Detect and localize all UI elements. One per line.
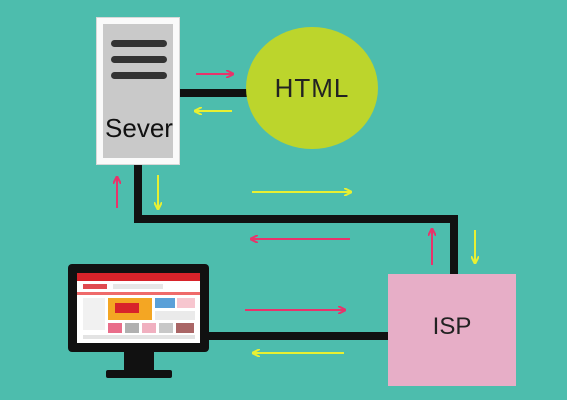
page-promo: [155, 298, 175, 308]
html-label: HTML: [274, 73, 350, 103]
page-header-bar: [77, 273, 200, 281]
wire-server-html: [180, 89, 250, 97]
page-product: [176, 323, 194, 333]
wire-down-to-isp: [450, 215, 458, 277]
monitor-base: [106, 370, 172, 378]
page-logo: [83, 284, 107, 289]
server-slot: [111, 40, 167, 47]
server-slot: [111, 56, 167, 63]
page-promo: [155, 311, 195, 320]
server-slot: [111, 72, 167, 79]
page-footer: [83, 335, 195, 339]
isp-label: ISP: [432, 313, 472, 340]
monitor-stand: [124, 352, 154, 372]
page-product: [108, 323, 122, 333]
isp-node: [388, 274, 516, 386]
webpage-thumbnail: [77, 273, 200, 339]
server-icon: Sever: [96, 17, 180, 165]
wire-monitor-isp: [209, 332, 391, 340]
wire-server-down: [134, 165, 142, 223]
page-promo: [177, 298, 195, 308]
page-search-bar: [113, 284, 163, 289]
page-product: [125, 323, 139, 333]
page-nav-bar: [77, 292, 200, 295]
page-product: [159, 323, 173, 333]
page-product: [142, 323, 156, 333]
html-node: [246, 27, 378, 149]
page-banner-text: [115, 303, 139, 313]
computer-monitor-icon: [68, 264, 209, 352]
wire-horizontal-middle: [134, 215, 458, 223]
server-label: Sever: [105, 113, 173, 143]
monitor-screen: [77, 273, 200, 343]
page-side-menu: [83, 298, 105, 330]
